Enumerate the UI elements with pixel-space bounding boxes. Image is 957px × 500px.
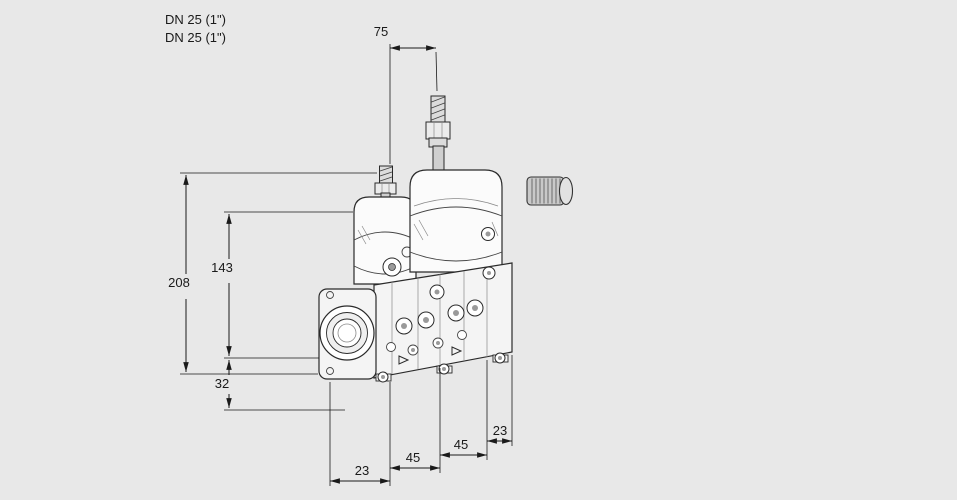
dim-45-left-label: 45 [406,450,420,465]
dim-32: 32 [215,360,345,411]
bolt [494,352,506,364]
bolt [417,311,435,329]
bolt [407,344,419,356]
bolt [457,330,467,340]
bolt [432,337,444,349]
dim-23-left: 23 [330,463,390,484]
bolt [438,363,450,375]
dim-23-right: 23 [487,423,512,444]
bolt [482,266,496,280]
bolt [429,284,445,300]
right-solenoid-coil [409,169,503,273]
dim-143: 143 [211,211,353,359]
dim-23-left-label: 23 [355,463,369,478]
port-size-label-2: DN 25 (1") [165,30,226,45]
bolt [447,304,465,322]
bolt [395,317,413,335]
left-solenoid-stem [374,165,397,200]
inlet-flange [318,288,377,380]
dim-143-label: 143 [211,260,233,275]
dim-45-right-label: 45 [454,437,468,452]
dim-45-left: 45 [390,450,440,471]
left-solenoid-coil [353,196,417,285]
flow-arrow-icon [398,355,410,365]
flow-arrow-icon [451,346,463,356]
dim-75-label: 75 [374,24,388,39]
bolt [386,342,396,352]
bolt [377,371,389,383]
flow-direction-arrows [398,346,463,365]
port-size-label-1: DN 25 (1") [165,12,226,27]
dim-23-right-label: 23 [493,423,507,438]
body-bolts [377,266,506,383]
dim-208-label: 208 [168,275,190,290]
bolt [466,299,484,317]
dim-208: 208 [168,172,377,375]
dim-45-right: 45 [440,437,487,458]
dim-75: 75 [374,24,438,164]
dim-32-label: 32 [215,376,229,391]
detached-fitting [526,176,574,206]
right-solenoid-stem [425,95,451,173]
